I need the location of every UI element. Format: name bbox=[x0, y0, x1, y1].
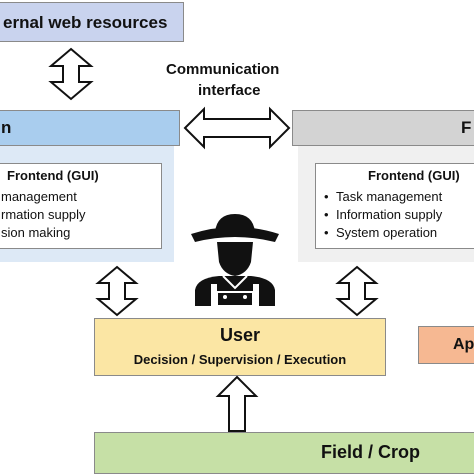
right-system-header-label: F bbox=[461, 118, 472, 137]
external-web-resources-label: ernal web resources bbox=[3, 13, 168, 32]
right-system-header: F bbox=[292, 110, 474, 146]
right-feature-list: Task management Information supply Syste… bbox=[324, 188, 442, 242]
interface-label: interface bbox=[198, 82, 261, 99]
list-item: management bbox=[0, 188, 86, 206]
user-title: User bbox=[219, 325, 261, 345]
list-item: Task management bbox=[324, 188, 442, 206]
external-web-resources-box: ernal web resources bbox=[0, 2, 184, 42]
external-left-arrow bbox=[48, 47, 94, 101]
right-user-arrow bbox=[335, 265, 379, 317]
field-user-arrow bbox=[215, 375, 259, 432]
left-feature-list: management rmation supply sion making bbox=[0, 188, 86, 242]
field-crop-label: Field / Crop bbox=[321, 442, 420, 462]
list-item: rmation supply bbox=[0, 206, 86, 224]
field-crop-box: Field / Crop bbox=[94, 432, 474, 474]
left-system-header: n bbox=[0, 110, 180, 146]
farmer-icon bbox=[191, 214, 279, 307]
left-system-header-label: n bbox=[1, 118, 12, 137]
left-frontend-title: Frontend (GUI) bbox=[7, 168, 99, 183]
communication-interface-arrow bbox=[183, 106, 291, 150]
left-user-arrow bbox=[95, 265, 139, 317]
left-frontend-box: Frontend (GUI) management rmation supply… bbox=[0, 163, 162, 249]
list-item: System operation bbox=[324, 224, 442, 242]
user-subtitle: Decision / Supervision / Execution bbox=[133, 352, 347, 367]
app-label: Ap bbox=[453, 336, 474, 353]
user-box: User Decision / Supervision / Execution bbox=[94, 318, 386, 376]
list-item: sion making bbox=[0, 224, 86, 242]
app-box: Ap bbox=[418, 326, 474, 364]
right-frontend-title: Frontend (GUI) bbox=[368, 168, 460, 183]
communication-label: Communication bbox=[166, 61, 280, 78]
list-item: Information supply bbox=[324, 206, 442, 224]
right-frontend-box: Frontend (GUI) Task management Informati… bbox=[315, 163, 474, 249]
